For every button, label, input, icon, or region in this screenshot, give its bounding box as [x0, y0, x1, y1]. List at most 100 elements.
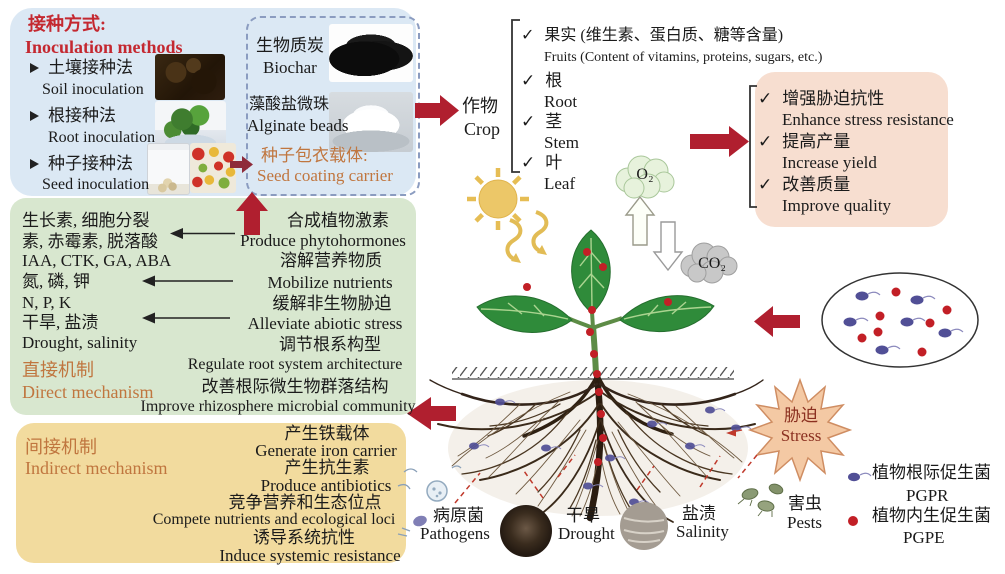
inoculation-title-zh: 接种方式: — [28, 14, 106, 34]
o2-label: O₂ — [636, 166, 654, 183]
legend-pgpr-icon — [848, 472, 872, 482]
part-stem-zh: ✓茎 — [521, 112, 563, 131]
direct-label-zh: 直接机制 — [22, 360, 94, 380]
arrow-to-benefits — [690, 126, 749, 157]
sun-icon — [467, 168, 549, 263]
root-system — [429, 370, 764, 523]
check-icon: ✓ — [758, 132, 773, 151]
arrow-bullet-icon — [30, 63, 39, 73]
biochar-en: Biochar — [263, 58, 317, 77]
pathogens-en: Pathogens — [420, 524, 490, 543]
legend-pgpe-zh: 植物内生促生菌 — [872, 506, 991, 525]
benefit-3-zh: ✓改善质量 — [758, 175, 851, 194]
direct-product-7: Drought, salinity — [22, 333, 138, 352]
soil-photo — [155, 54, 225, 100]
direct-product-4: 氮, 磷, 钾 — [22, 272, 90, 291]
crop-en: Crop — [464, 119, 500, 139]
benefit-1-en: Enhance stress resistance — [782, 110, 954, 129]
endophyte-dots-plant — [523, 248, 672, 378]
alginate-en: Alginate beads — [247, 116, 349, 135]
indirect-label-en: Indirect mechanism — [25, 458, 168, 478]
ground-hatch — [452, 367, 734, 380]
direct-fn-3: 溶解营养物质 — [280, 251, 382, 270]
method-soil-zh: 土壤接种法 — [30, 58, 133, 77]
direct-fn-8: Regulate root system architecture — [187, 356, 403, 373]
method-root-zh: 根接种法 — [30, 106, 116, 125]
direct-fn-9: 改善根际微生物群落结构 — [201, 377, 389, 396]
check-icon: ✓ — [758, 175, 773, 194]
salinity-en: Salinity — [676, 522, 729, 541]
stress-zh: 胁迫 — [784, 406, 818, 425]
direct-product-3: IAA, CTK, GA, ABA — [22, 251, 172, 270]
indirect-mechanism-panel — [16, 423, 406, 563]
drought-soil-photo — [500, 505, 552, 557]
indirect-fn-1: 产生铁载体 — [284, 424, 370, 443]
indirect-fn-3: 产生抗生素 — [284, 458, 370, 477]
sunlight-wavy-arrows — [505, 210, 549, 262]
indirect-fn-7: 诱导系统抗性 — [253, 528, 355, 547]
root-plant-photo — [155, 101, 226, 149]
pests-en: Pests — [787, 513, 822, 532]
indirect-fn-2: Generate iron carrier — [255, 441, 397, 460]
seed-coating-zh: 种子包衣载体: — [261, 146, 368, 165]
salinity-zh: 盐渍 — [682, 504, 716, 523]
legend-pgpe-icon — [848, 516, 858, 526]
direct-fn-6: Alleviate abiotic stress — [247, 314, 403, 333]
crop-parts-bracket — [511, 19, 520, 173]
alginate-photo — [329, 92, 413, 152]
plant-illustration — [476, 229, 715, 378]
direct-product-6: 干旱, 盐渍 — [22, 313, 99, 332]
biochar-photo — [329, 24, 413, 82]
salinity-soil-photo — [620, 502, 668, 550]
alginate-zh: 藻酸盐微珠 — [249, 96, 330, 113]
indirect-fn-4: Produce antibiotics — [260, 476, 392, 495]
direct-fn-7: 调节根系构型 — [279, 335, 381, 354]
soil-wash — [448, 380, 748, 516]
direct-fn-4: Mobilize nutrients — [267, 273, 393, 292]
co2-label: CO₂ — [698, 255, 726, 272]
drought-zh: 干旱 — [566, 506, 600, 525]
benefit-1-zh: ✓增强胁迫抗性 — [758, 89, 885, 108]
part-leaf-zh: ✓叶 — [521, 153, 563, 172]
arrow-bullet-icon — [30, 159, 39, 169]
biochar-zh: 生物质炭 — [256, 36, 324, 55]
coated-seeds-photo — [190, 143, 236, 193]
part-leaf-en: Leaf — [544, 174, 576, 193]
part-stem-en: Stem — [544, 133, 579, 152]
arrow-bacteria-to-plant — [754, 306, 800, 337]
stress-en: Stress — [780, 426, 822, 445]
method-seed-zh: 种子接种法 — [30, 154, 133, 173]
direct-product-2: 素, 赤霉素, 脱落酸 — [22, 232, 158, 251]
indirect-label-zh: 间接机制 — [25, 437, 97, 457]
direct-label-en: Direct mechanism — [22, 382, 154, 402]
legend-pgpe-abbr: PGPE — [903, 528, 945, 547]
direct-fn-5: 缓解非生物胁迫 — [272, 294, 392, 313]
seed-coating-en: Seed coating carrier — [257, 166, 393, 185]
co2-down-arrow — [652, 221, 684, 272]
arrow-to-crop — [415, 95, 459, 126]
indirect-fn-5: 竞争营养和生态位点 — [228, 493, 382, 512]
rhizosphere-bacteria — [469, 398, 752, 506]
inoculation-title-en: Inoculation methods — [25, 37, 183, 57]
part-fruits-zh: ✓果实 (维生素、蛋白质、糖等含量) — [521, 27, 784, 44]
benefit-2-en: Increase yield — [782, 153, 877, 172]
seed-jar-photo — [147, 143, 190, 195]
pests-image — [737, 483, 784, 517]
direct-product-1: 生长素, 细胞分裂 — [22, 211, 150, 230]
method-seed-en: Seed inoculation — [42, 176, 150, 193]
direct-fn-1: 合成植物激素 — [287, 211, 389, 230]
check-icon: ✓ — [521, 71, 536, 90]
direct-fn-10: Improve rhizosphere microbial community — [140, 398, 416, 415]
indirect-fn-8: Induce systemic resistance — [219, 546, 401, 565]
crop-zh: 作物 — [462, 96, 498, 116]
part-fruits-en: Fruits (Content of vitamins, proteins, s… — [544, 50, 823, 65]
legend-pgpr-zh: 植物根际促生菌 — [872, 463, 991, 482]
check-icon: ✓ — [758, 89, 773, 108]
threat-pointers — [454, 454, 758, 504]
bacteria-ellipse — [821, 272, 979, 368]
direct-fn-2: Produce phytohormones — [240, 231, 406, 250]
stress-arrow-small — [726, 429, 743, 437]
benefit-2-zh: ✓提高产量 — [758, 132, 851, 151]
method-soil-en: Soil inoculation — [42, 81, 144, 98]
